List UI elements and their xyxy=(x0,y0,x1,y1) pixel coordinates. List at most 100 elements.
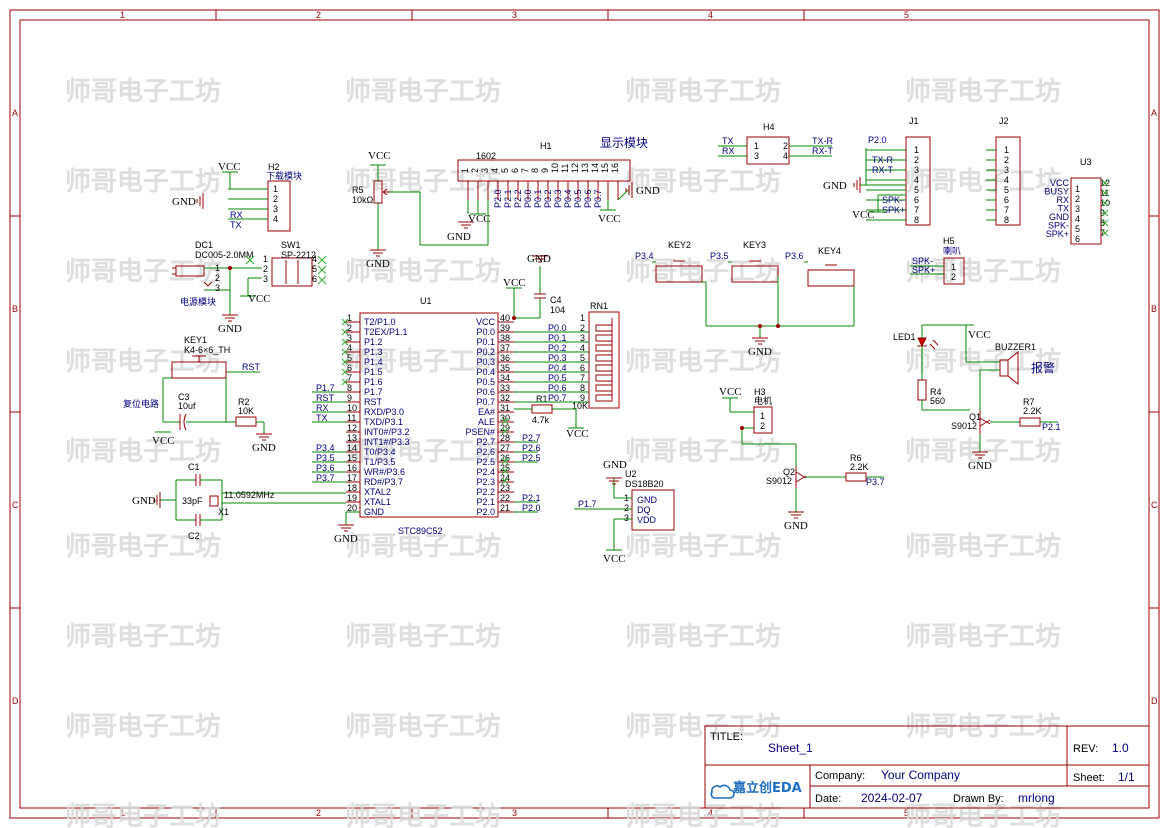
sw1-pin-2: 2 xyxy=(263,264,268,274)
contrast-pot-r5[interactable]: R5 10kΩ xyxy=(352,165,489,250)
motor-circuit[interactable]: H3 电机 1 2 Q2 S9012 R6 2.2K P3.7 xyxy=(729,387,885,512)
h1-net: P0.2 xyxy=(543,189,553,208)
vcc-label: VCC xyxy=(152,435,175,447)
ruler-col: 3 xyxy=(512,10,517,20)
gnd-label: GND xyxy=(366,258,390,270)
watermark-text: 师哥电子工坊 xyxy=(905,256,1061,287)
u1-pin-name: P0.2 xyxy=(476,347,495,357)
vcc-label: VCC xyxy=(968,329,991,341)
date-label: Date: xyxy=(815,793,841,805)
ruler-col: 2 xyxy=(316,10,321,20)
key3[interactable]: KEY3 P3.5 xyxy=(710,240,779,283)
power-switch-sw1[interactable]: SW1 SP-2212 1 2 3 4 5 6 xyxy=(245,240,327,287)
r2-ref: R2 xyxy=(238,397,250,407)
u1-pin-num: 19 xyxy=(347,493,357,503)
u1-pin-name: RST xyxy=(364,397,383,407)
key4[interactable]: KEY4 P3.6 xyxy=(785,246,855,287)
crystal-circuit[interactable]: C1 C2 33pF X1 11.0592MHz xyxy=(160,462,346,541)
alarm-circuit[interactable]: LED1 R4 560 BUZZER1 报警 Q1 S9012 R7 2.2K … xyxy=(893,324,1061,452)
watermark-text: 师哥电子工坊 xyxy=(345,76,501,107)
h1-pin-num: 15 xyxy=(600,163,610,173)
j1-net: SPK+ xyxy=(882,205,905,215)
u1-pin-name: P2.0 xyxy=(476,507,495,517)
u1-pin-name: INT0#/P3.2 xyxy=(364,427,410,437)
r1-ref: R1 xyxy=(536,394,548,404)
ruler-col: 4 xyxy=(708,10,713,20)
h1-net: P0.1 xyxy=(533,189,543,208)
r4-ref: R4 xyxy=(930,387,942,397)
u1-pin-name: T0/P3.4 xyxy=(364,447,396,457)
u1-pin-name: P2.3 xyxy=(476,477,495,487)
watermark-text: 师哥电子工坊 xyxy=(65,531,221,562)
u1-pin-name: P1.7 xyxy=(364,387,383,397)
r4-value: 560 xyxy=(930,396,945,406)
u1-pin-name: P0.1 xyxy=(476,337,495,347)
u1-left-net: RST xyxy=(316,393,335,403)
sw1-pin-5: 5 xyxy=(312,264,317,274)
gnd-label: GND xyxy=(447,231,471,243)
buzzer1-label: 报警 xyxy=(1031,360,1055,375)
h1-ref: H1 xyxy=(540,141,552,151)
ea-resistor-r1[interactable]: R1 4.7k xyxy=(514,394,577,428)
h5-value: 喇叭 xyxy=(943,245,961,256)
r7-net: P2.1 xyxy=(1042,422,1061,432)
ruler-col: 4 xyxy=(708,808,713,818)
drawn-value: mrlong xyxy=(1018,791,1055,805)
speaker-header-h5[interactable]: H5 喇叭 1 2 SPK- SPK+ xyxy=(910,236,965,285)
u1-pin-num: 17 xyxy=(347,473,357,483)
key2[interactable]: KEY2 P3.4 xyxy=(635,240,706,283)
u1-left-net: P3.6 xyxy=(316,463,335,473)
eda-logo-text: 嘉立创EDA xyxy=(732,780,802,796)
ruler-row: B xyxy=(1151,304,1157,314)
decoupling-cap-c4[interactable]: C4 104 xyxy=(513,266,565,319)
c3-value: 10uf xyxy=(178,401,196,411)
u1-right-net: P2.0 xyxy=(522,503,541,513)
u1-pin-num: 4 xyxy=(347,343,352,353)
ruler-row: C xyxy=(1151,500,1158,510)
u1-right-net: P2.7 xyxy=(522,433,541,443)
h1-pin-num: 3 xyxy=(480,168,490,173)
h5-ref: H5 xyxy=(943,236,955,246)
reset-key-key1[interactable]: KEY1 K4-6×6_TH 复位电路 RST xyxy=(123,335,261,422)
c3-ref: C3 xyxy=(178,392,190,402)
reset-cap-c3[interactable]: C3 10uf xyxy=(163,392,236,431)
watermark-text: 师哥电子工坊 xyxy=(625,621,781,652)
h5-pin-1: 1 xyxy=(951,262,956,272)
reset-resistor-r2[interactable]: R2 10K xyxy=(235,397,265,434)
ruler-col: 2 xyxy=(316,808,321,818)
u1-pin-num: 25 xyxy=(500,463,510,473)
q1-value: S9012 xyxy=(951,421,977,431)
vcc-label: VCC xyxy=(852,209,875,221)
q1-ref: Q1 xyxy=(969,412,981,422)
dc1-value: DC005-2.0MM xyxy=(195,250,254,260)
u3-pin-name: VCC xyxy=(1050,178,1070,188)
h4-net: TX-R xyxy=(812,136,833,146)
u1-pin-num: 28 xyxy=(500,433,510,443)
vcc-label: VCC xyxy=(368,150,391,162)
dc-jack-dc1[interactable]: DC1 DC005-2.0MM 电源模块 1 2 3 xyxy=(172,240,262,315)
h2-pin-num: 4 xyxy=(273,214,278,224)
watermark-text: 师哥电子工坊 xyxy=(345,711,501,742)
temp-sensor-u2[interactable]: U2 DS18B20 1 2 3 GND DQ VDD P1.7 xyxy=(574,469,675,550)
u3-pin-num: 9 xyxy=(1100,208,1105,218)
ruler-row: A xyxy=(1151,108,1157,118)
u1-pin-num: 9 xyxy=(347,393,352,403)
u1-right-net: P0.2 xyxy=(548,343,567,353)
button-keys[interactable]: KEY2 P3.4 KEY3 P3.5 KEY4 P3.6 xyxy=(635,240,855,338)
h1-net: P0.0 xyxy=(523,189,533,208)
u1-pin-num: 15 xyxy=(347,453,357,463)
u1-right-net: P0.5 xyxy=(548,373,567,383)
u1-pin-name: PSEN# xyxy=(465,427,495,437)
watermark-text: 师哥电子工坊 xyxy=(345,436,501,467)
u1-pin-num: 29 xyxy=(500,423,510,433)
